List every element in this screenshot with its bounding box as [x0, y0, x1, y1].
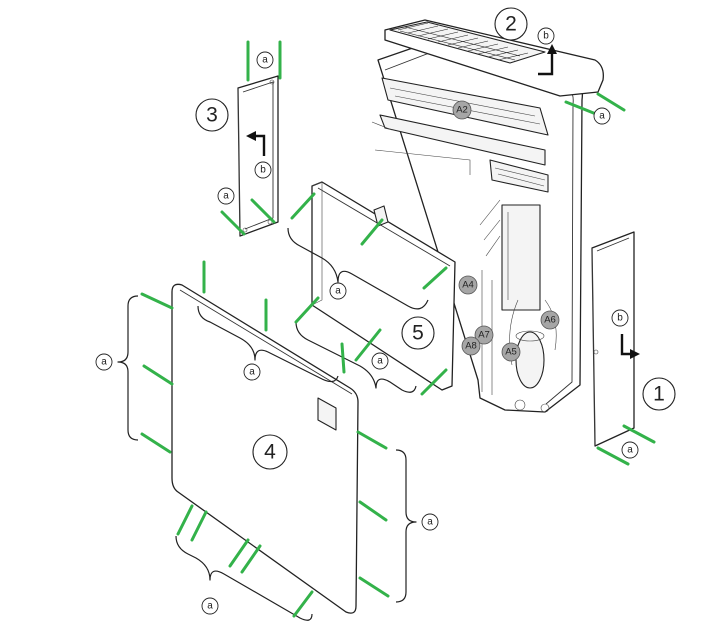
screw-arrow	[294, 296, 320, 324]
svg-text:a: a	[101, 357, 107, 368]
component-marker-a6: A6	[540, 310, 560, 330]
panel-numbers: 1 2 3 4 5	[195, 7, 676, 470]
panel-number-4: 4	[252, 434, 288, 470]
brace-panel4-left	[117, 295, 139, 441]
brace-panel5-top	[287, 227, 429, 310]
screw-arrow	[340, 342, 346, 374]
callout-a: a	[593, 107, 611, 125]
screw-arrow	[564, 100, 598, 116]
callout-b: b	[254, 161, 272, 179]
svg-text:a: a	[427, 517, 433, 528]
panel-number-1: 1	[642, 377, 676, 411]
callout-a: a	[371, 352, 389, 370]
svg-text:a: a	[377, 356, 383, 367]
svg-text:a: a	[207, 601, 213, 612]
svg-text:a: a	[249, 367, 255, 378]
svg-text:A4: A4	[462, 280, 474, 291]
screw-arrow	[140, 292, 174, 310]
screw-arrow	[354, 328, 382, 362]
brace-panel5-bottom	[295, 321, 417, 393]
svg-text:a: a	[335, 286, 341, 297]
main-unit-body	[371, 41, 584, 413]
screw-arrow	[360, 218, 384, 246]
component-markers: A2 A4 A6 A7 A8 A5	[452, 100, 560, 362]
screw-arrow	[356, 430, 388, 450]
screw-arrow	[422, 266, 448, 290]
svg-text:A7: A7	[478, 330, 490, 341]
brace-panel4-bottom	[175, 535, 313, 621]
screw-arrow	[290, 192, 316, 220]
svg-text:A5: A5	[505, 347, 517, 358]
svg-text:b: b	[543, 31, 549, 42]
panel-number-2: 2	[494, 7, 528, 41]
svg-text:3: 3	[206, 104, 218, 127]
component-marker-a4: A4	[458, 275, 478, 295]
svg-text:1: 1	[653, 383, 665, 406]
component-marker-a2: A2	[452, 100, 472, 120]
svg-text:b: b	[617, 313, 623, 324]
callout-a: a	[95, 353, 113, 371]
callout-b: b	[611, 309, 629, 327]
panel-number-5: 5	[401, 316, 435, 350]
svg-text:2: 2	[505, 13, 517, 36]
direction-arrow-panel1	[620, 334, 640, 359]
right-side-panel[interactable]	[591, 231, 635, 447]
callout-a: a	[243, 363, 261, 381]
brace-panel4-top	[197, 305, 339, 383]
svg-text:a: a	[262, 55, 268, 66]
callout-a: a	[256, 51, 274, 69]
screw-arrow	[358, 576, 390, 598]
screw-arrow	[358, 500, 388, 522]
left-side-panel[interactable]	[237, 75, 279, 237]
component-marker-a8: A8	[461, 336, 481, 356]
screw-arrow	[140, 432, 172, 454]
svg-text:b: b	[260, 165, 266, 176]
screw-arrow	[596, 92, 626, 112]
svg-text:a: a	[599, 111, 605, 122]
screw-arrow	[142, 364, 174, 386]
screw-arrow	[176, 504, 194, 536]
screw-arrow	[596, 446, 630, 466]
screw-arrow	[228, 538, 250, 568]
callout-a: a	[217, 187, 235, 205]
svg-text:4: 4	[264, 441, 276, 464]
callout-a: a	[201, 597, 219, 615]
direction-arrows	[246, 44, 640, 359]
callout-b: b	[537, 27, 555, 45]
direction-arrow-panel3	[246, 131, 266, 156]
svg-text:A6: A6	[544, 315, 556, 326]
screw-arrow	[420, 368, 448, 396]
component-marker-a5: A5	[501, 342, 521, 362]
svg-text:5: 5	[412, 322, 424, 345]
screw-arrow	[220, 210, 246, 236]
callouts-a: a a a a a a a a a a	[95, 51, 639, 615]
panel-number-3: 3	[195, 98, 229, 132]
grille-slots	[397, 22, 529, 61]
screw-arrow	[292, 590, 314, 618]
svg-text:a: a	[223, 191, 229, 202]
screw-arrow	[190, 510, 208, 542]
direction-arrow-panel2	[538, 44, 557, 76]
svg-text:A2: A2	[456, 105, 468, 116]
screw-arrow	[240, 544, 262, 574]
screw-arrow	[622, 424, 656, 444]
top-grille-panel[interactable]	[384, 19, 604, 97]
screw-arrow	[250, 198, 276, 224]
screw-arrows	[140, 40, 656, 618]
callout-a: a	[421, 513, 439, 531]
callout-a: a	[329, 282, 347, 300]
svg-text:a: a	[627, 445, 633, 456]
svg-text:A8: A8	[465, 341, 477, 352]
brace-panel4-right	[395, 449, 417, 603]
callouts-b: b b b	[254, 27, 629, 327]
component-marker-a7: A7	[474, 325, 494, 345]
callout-a: a	[621, 441, 639, 459]
